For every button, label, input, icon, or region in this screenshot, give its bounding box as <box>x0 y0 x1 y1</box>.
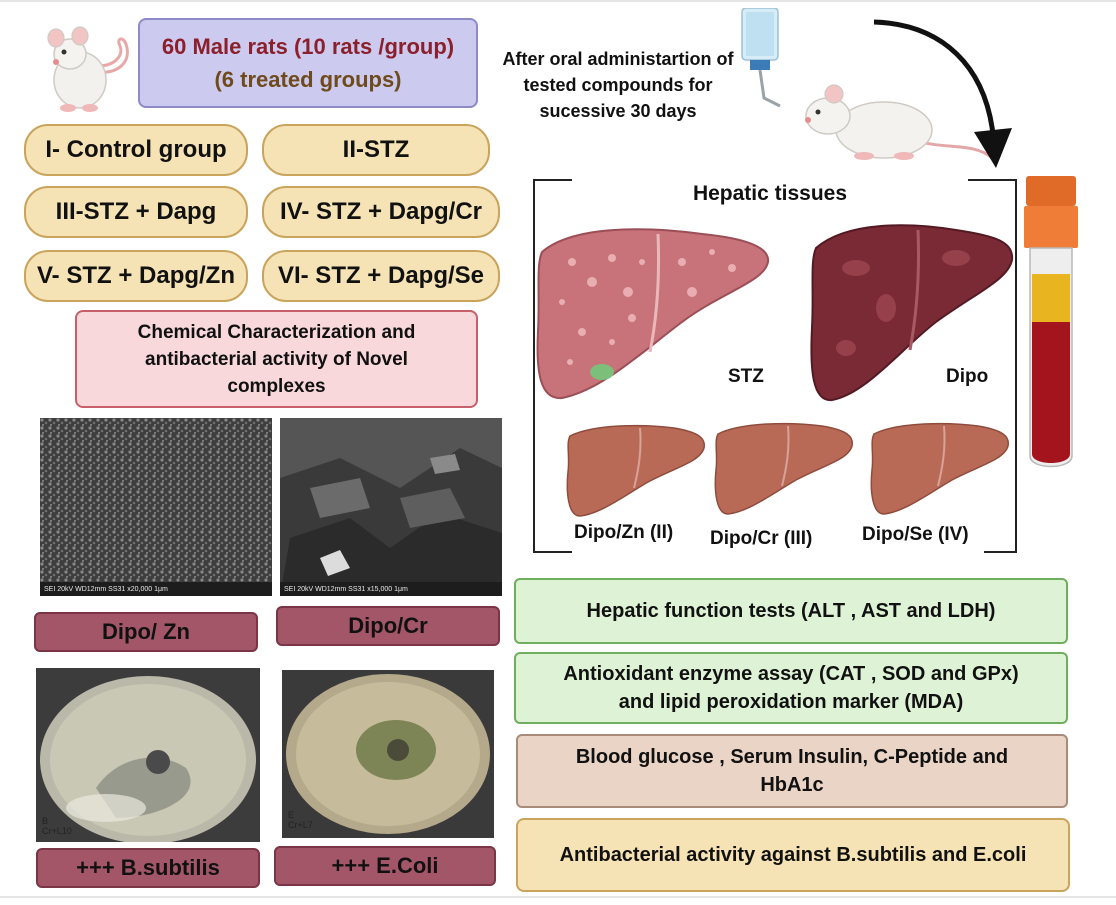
group-pill: V- STZ + Dapg/Zn <box>24 250 248 302</box>
header-line-2: (6 treated groups) <box>214 67 402 92</box>
sem-image-dipo-zn: SEI 20kV WD12mm SS31 x20,000 1μm <box>40 418 272 596</box>
hepatic-tissues-title: Hepatic tissues <box>692 182 848 205</box>
sem-info-bar: SEI 20kV WD12mm SS31 x15,000 1μm <box>280 582 502 596</box>
label-e-coli: +++ E.Coli <box>274 846 496 886</box>
dish-tag: E Cr+L7 <box>288 810 313 830</box>
group-pill: III-STZ + Dapg <box>24 186 248 238</box>
administration-note: After oral administartion of tested comp… <box>502 49 734 121</box>
sem-texture-zn <box>40 418 272 596</box>
petri-dish-e-coli: E Cr+L7 <box>282 670 494 838</box>
petri-dish-b-subtilis: B Cr+L10 <box>36 668 260 842</box>
liver-label-dipo-se: Dipo/Se (IV) <box>862 524 969 545</box>
group-pill: IV- STZ + Dapg/Cr <box>262 186 500 238</box>
rat-drinking-icon <box>805 84 993 160</box>
label-dipo-zn: Dipo/ Zn <box>34 612 258 652</box>
group-pill: VI- STZ + Dapg/Se <box>262 250 500 302</box>
liver-dipo-zn-icon <box>566 424 706 517</box>
sem-info-bar: SEI 20kV WD12mm SS31 x20,000 1μm <box>40 582 272 596</box>
test-antioxidant-assay: Antioxidant enzyme assay (CAT , SOD and … <box>514 652 1068 724</box>
petri-dish-graphic <box>36 668 260 842</box>
hepatic-frame <box>533 179 1017 553</box>
curved-arrow-icon <box>873 19 1012 168</box>
liver-dipo-se-icon <box>870 422 1010 515</box>
dish-tag: B Cr+L10 <box>42 816 72 836</box>
rat-icon <box>47 26 129 112</box>
liver-label-dipo-cr: Dipo/Cr (III) <box>710 528 813 549</box>
petri-dish-graphic <box>282 670 494 838</box>
group-pill: II-STZ <box>262 124 490 176</box>
liver-dipo-cr-icon <box>714 422 854 515</box>
label-dipo-cr: Dipo/Cr <box>276 606 500 646</box>
test-hepatic-function: Hepatic function tests (ALT , AST and LD… <box>514 578 1068 644</box>
top-divider <box>0 0 1116 2</box>
bottom-divider <box>0 896 1116 898</box>
study-design-header: 60 Male rats (10 rats /group) (6 treated… <box>138 18 478 108</box>
sem-texture-cr <box>280 418 502 596</box>
test-antibacterial: Antibacterial activity against B.subtili… <box>516 818 1070 892</box>
water-bottle-icon <box>741 8 781 108</box>
chemical-characterization-box: Chemical Characterization and antibacter… <box>75 310 478 408</box>
liver-label-stz: STZ <box>728 366 764 387</box>
liver-label-dipo-zn: Dipo/Zn (II) <box>574 522 674 543</box>
header-line-1: 60 Male rats (10 rats /group) <box>161 34 455 59</box>
group-pill: I- Control group <box>24 124 248 176</box>
blood-tube-icon <box>1024 176 1078 468</box>
liver-dipo-dark-icon <box>810 224 1014 402</box>
liver-stz-icon <box>536 228 770 400</box>
label-b-subtilis: +++ B.subtilis <box>36 848 260 888</box>
liver-label-dipo: Dipo <box>946 366 989 387</box>
test-blood-glucose: Blood glucose , Serum Insulin, C-Peptide… <box>516 734 1068 808</box>
sem-image-dipo-cr: SEI 20kV WD12mm SS31 x15,000 1μm <box>280 418 502 596</box>
